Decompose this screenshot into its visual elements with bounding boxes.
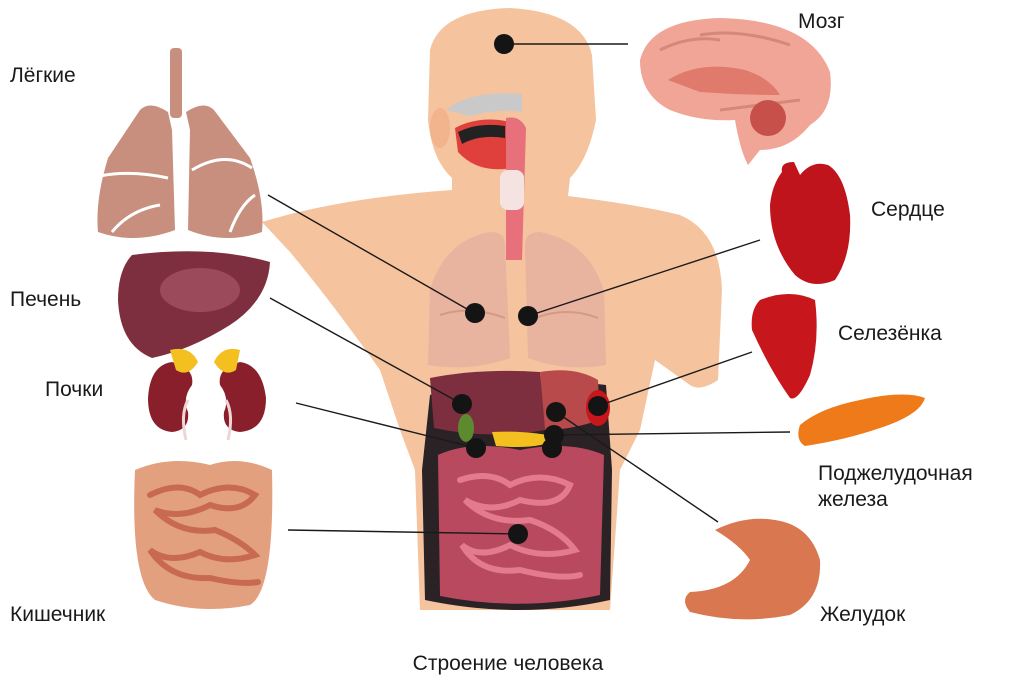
lungs-illustration (97, 48, 262, 238)
stomach-illustration (685, 519, 820, 620)
liver-marker (452, 394, 472, 414)
pancreas-label-line2: железа (818, 488, 888, 512)
spleen-marker (588, 396, 608, 416)
lungs-label: Лёгкие (10, 64, 76, 88)
spleen-illustration (752, 294, 817, 399)
stomach-label: Желудок (820, 603, 905, 627)
stomach-marker (546, 402, 566, 422)
intestine-marker (508, 524, 528, 544)
pancreas-illustration (798, 394, 925, 446)
spleen-label: Селезёнка (838, 322, 942, 346)
kidneys-label: Почки (45, 378, 103, 402)
abdomen (422, 370, 612, 610)
heart-illustration (770, 162, 850, 284)
brain-marker (494, 34, 514, 54)
liver-label: Печень (10, 288, 81, 312)
brain-label: Мозг (798, 10, 844, 34)
liver-illustration (118, 251, 270, 358)
kidney-marker-right (542, 438, 562, 458)
heart-label: Сердце (871, 198, 945, 222)
intestine-label: Кишечник (10, 603, 105, 627)
intestine-illustration (134, 461, 272, 609)
pancreas-label-line1: Поджелудочная (818, 462, 973, 486)
brain-illustration (640, 18, 831, 165)
heart-marker (518, 306, 538, 326)
kidneys-illustration (148, 349, 266, 440)
diagram-caption: Строение человека (0, 652, 1016, 676)
lungs-marker (465, 303, 485, 323)
kidney-marker-left (466, 438, 486, 458)
